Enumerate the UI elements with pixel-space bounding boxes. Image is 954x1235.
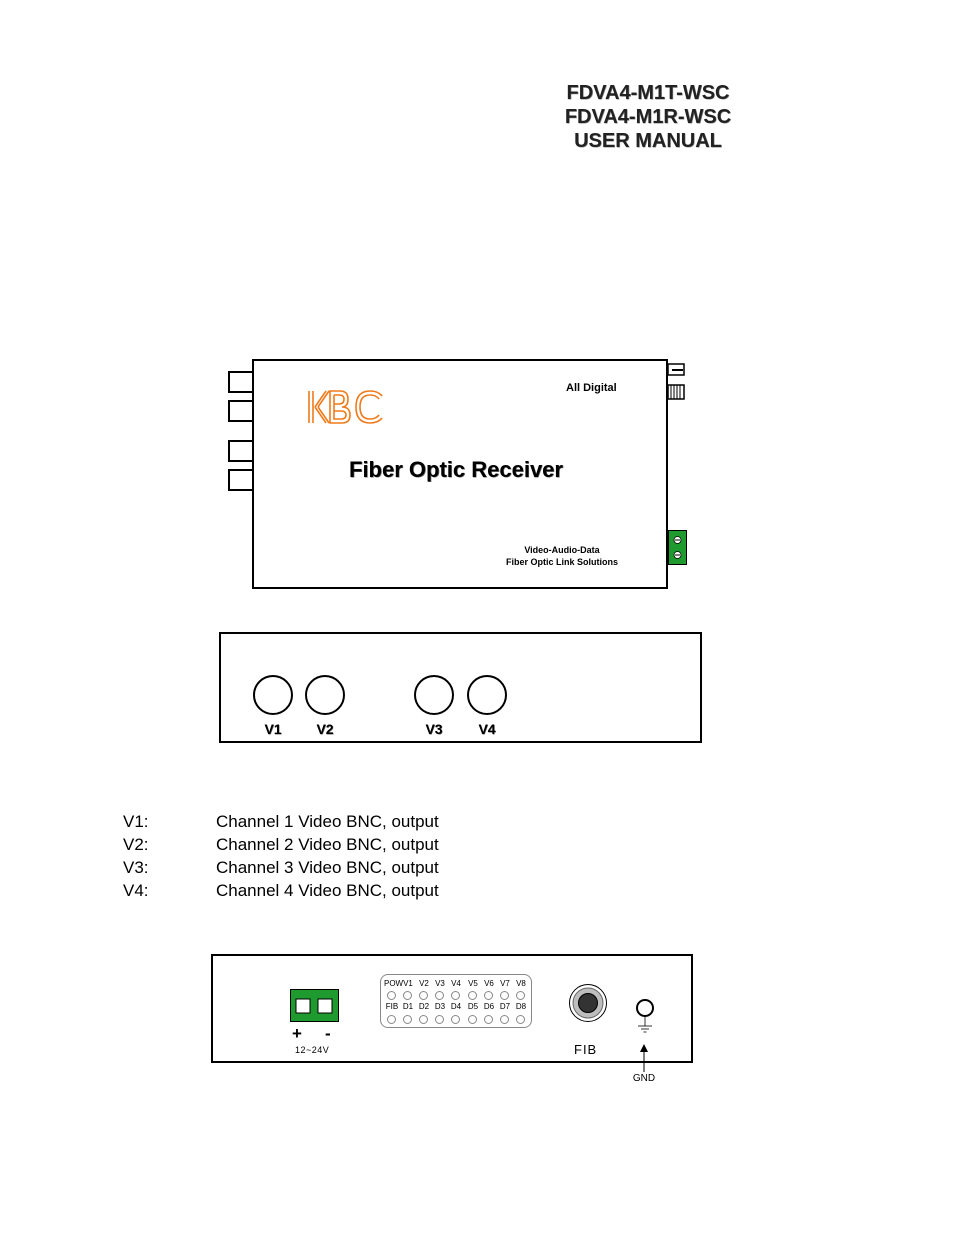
led-label: V1 xyxy=(403,979,413,988)
led-dot xyxy=(516,991,525,1000)
led-dot xyxy=(419,1015,428,1024)
manual-title-user-manual: USER MANUAL xyxy=(574,130,722,152)
fiber-connector-side xyxy=(667,363,686,401)
led-label: V7 xyxy=(500,979,510,988)
led-label: POW xyxy=(384,979,404,988)
desc-port: V2: xyxy=(123,835,149,854)
power-plus-label: + xyxy=(292,1024,302,1043)
bnc-stub-4 xyxy=(228,469,254,491)
fiber-optic-port xyxy=(568,983,608,1028)
device-top-body: All Digital Fiber Optic Receiver Video-A… xyxy=(252,359,668,589)
front-panel-diagram: V1 V2 V3 V4 xyxy=(219,632,702,743)
led-dot xyxy=(403,991,412,1000)
bnc-connector-v2 xyxy=(305,675,345,715)
desc-text: Channel 3 Video BNC, output xyxy=(216,858,439,877)
led-dot xyxy=(516,1015,525,1024)
desc-port: V4: xyxy=(123,881,149,900)
led-dot xyxy=(387,1015,396,1024)
led-label: D3 xyxy=(434,1002,446,1011)
bnc-stub-1 xyxy=(228,371,254,393)
bnc-connector-v4 xyxy=(467,675,507,715)
manual-title-model-r: FDVA4-M1R-WSC xyxy=(564,106,732,128)
ground-screw xyxy=(633,998,657,1041)
manual-title-model-t: FDVA4-M1T-WSC xyxy=(566,82,730,104)
fiber-port-label: FIB xyxy=(574,1042,598,1057)
bnc-label-v2: V2 xyxy=(316,721,334,737)
led-label: D4 xyxy=(450,1002,462,1011)
led-dot xyxy=(468,991,477,1000)
led-dot xyxy=(500,991,509,1000)
bnc-stub-3 xyxy=(228,440,254,462)
led-dot xyxy=(387,991,396,1000)
led-indicator-panel: POW V1 V2 V3 V4 V5 V6 V7 V8 FIB D1 D2 D3… xyxy=(380,974,532,1028)
led-label: D5 xyxy=(467,1002,479,1011)
tagline-line2: Fiber Optic Link Solutions xyxy=(505,557,618,567)
bnc-label-v3: V3 xyxy=(425,721,443,737)
bnc-connector-v3 xyxy=(414,675,454,715)
led-label: V4 xyxy=(451,979,461,988)
bnc-label-v1: V1 xyxy=(264,721,282,737)
bnc-stub-2 xyxy=(228,400,254,422)
led-dot xyxy=(451,991,460,1000)
led-label: D2 xyxy=(418,1002,430,1011)
led-label: D1 xyxy=(402,1002,414,1011)
led-label: V3 xyxy=(435,979,445,988)
tagline-line1: Video-Audio-Data xyxy=(524,545,600,555)
bnc-label-v4: V4 xyxy=(478,721,496,737)
led-dot xyxy=(468,1015,477,1024)
led-dot xyxy=(484,991,493,1000)
desc-text: Channel 4 Video BNC, output xyxy=(216,881,439,900)
bnc-connector-v1 xyxy=(253,675,293,715)
ground-label: GND xyxy=(632,1073,656,1084)
led-dot xyxy=(451,1015,460,1024)
led-label: FIB xyxy=(385,1002,399,1011)
rear-panel-diagram: + - 12~24V POW V1 V2 V3 V4 V5 V6 V7 V8 F… xyxy=(211,954,693,1063)
led-label: V8 xyxy=(516,979,526,988)
led-dot xyxy=(435,991,444,1000)
led-label: D6 xyxy=(483,1002,495,1011)
power-terminal-block xyxy=(290,989,340,1028)
ground-arrow-icon xyxy=(638,1044,650,1077)
led-label: D8 xyxy=(515,1002,527,1011)
kbc-logo xyxy=(306,387,386,432)
desc-port: V1: xyxy=(123,812,149,831)
led-label: D7 xyxy=(499,1002,511,1011)
led-dot xyxy=(500,1015,509,1024)
desc-text: Channel 2 Video BNC, output xyxy=(216,835,439,854)
led-dot xyxy=(403,1015,412,1024)
device-name: Fiber Optic Receiver xyxy=(349,457,563,482)
led-dot xyxy=(484,1015,493,1024)
led-label: V5 xyxy=(468,979,478,988)
desc-port: V3: xyxy=(123,858,149,877)
power-terminal-side xyxy=(668,530,688,566)
led-label: V2 xyxy=(419,979,429,988)
led-label: V6 xyxy=(484,979,494,988)
all-digital-badge: All Digital xyxy=(566,382,617,394)
desc-text: Channel 1 Video BNC, output xyxy=(216,812,439,831)
power-minus-label: - xyxy=(325,1024,331,1043)
power-voltage-label: 12~24V xyxy=(295,1045,330,1055)
led-dot xyxy=(419,991,428,1000)
led-dot xyxy=(435,1015,444,1024)
